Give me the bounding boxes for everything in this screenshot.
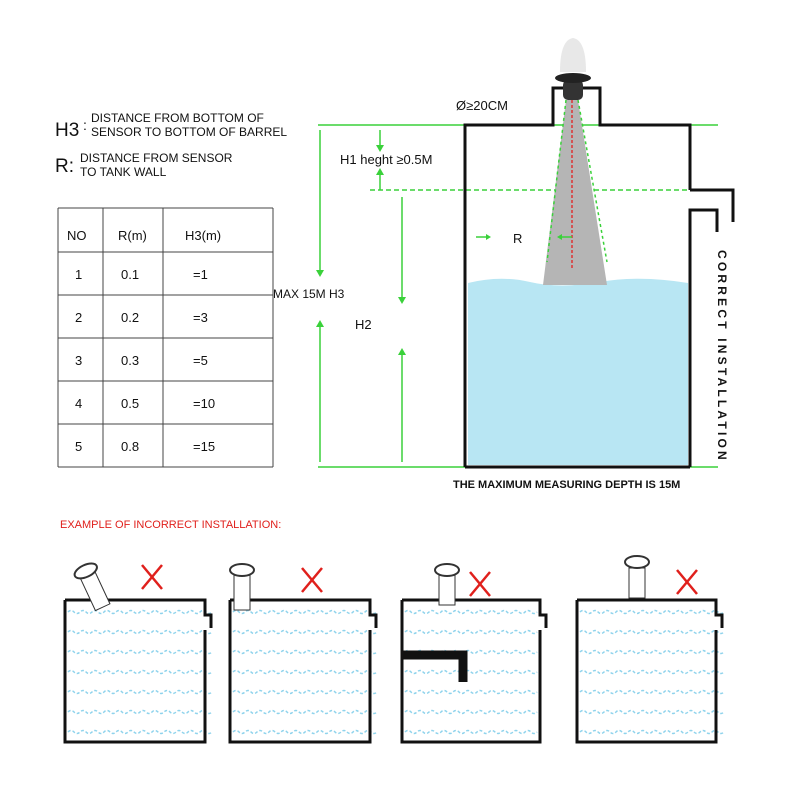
table-cell: =15 xyxy=(193,439,215,454)
incorrect-example xyxy=(63,562,213,744)
legend: H3 : DISTANCE FROM BOTTOM OF SENSOR TO B… xyxy=(55,111,287,179)
max-depth-label: THE MAXIMUM MEASURING DEPTH IS 15M xyxy=(453,479,680,491)
table-cell: =10 xyxy=(193,396,215,411)
table-cell: 2 xyxy=(75,310,82,325)
table-cell: 3 xyxy=(75,353,82,368)
diameter-label: Ø≥20CM xyxy=(456,98,508,113)
h3-symbol: H3 xyxy=(55,120,79,141)
table-cell: =1 xyxy=(193,267,208,282)
table-header: NO xyxy=(67,228,87,243)
incorrect-examples xyxy=(63,555,725,744)
table-header: H3(m) xyxy=(185,228,221,243)
correct-installation-label: CORRECT INSTALLATION xyxy=(715,250,729,463)
tank xyxy=(463,38,735,469)
table-cell: 5 xyxy=(75,439,82,454)
h3-desc-line1: DISTANCE FROM BOTTOM OF xyxy=(91,111,264,125)
incorrect-title: EXAMPLE OF INCORRECT INSTALLATION: xyxy=(60,519,281,531)
r-symbol: R: xyxy=(55,156,74,177)
incorrect-example xyxy=(400,563,548,744)
r-desc-line2: TO TANK WALL xyxy=(80,165,167,179)
table-cell: 0.8 xyxy=(121,439,139,454)
sensor-icon xyxy=(624,555,650,599)
table-cell: 4 xyxy=(75,396,82,411)
table-cell: 0.3 xyxy=(121,353,139,368)
max-h3-label: MAX 15M H3 xyxy=(273,287,345,301)
table-cell: 0.2 xyxy=(121,310,139,325)
svg-text::: : xyxy=(83,117,87,133)
table-cell: 0.5 xyxy=(121,396,139,411)
h3-desc-line2: SENSOR TO BOTTOM OF BARREL xyxy=(91,125,287,139)
sensor-beam xyxy=(543,100,607,285)
sensor-icon xyxy=(555,38,591,100)
incorrect-example xyxy=(228,563,378,744)
table-cell: =5 xyxy=(193,353,208,368)
sensor-icon xyxy=(229,563,255,611)
incorrect-example xyxy=(575,555,725,744)
table-header: R(m) xyxy=(118,228,147,243)
h1-label: H1 heght ≥0.5M xyxy=(340,152,432,167)
sensor-icon xyxy=(434,563,460,606)
spec-table: NO R(m) H3(m) 1 0.1 =1 2 0.2 =3 3 0.3 =5 4 0.5 =10 5 0.8… xyxy=(57,207,274,468)
sensor-icon xyxy=(73,562,111,612)
table-cell: 0.1 xyxy=(121,267,139,282)
r-label: R xyxy=(513,231,522,246)
table-cell: =3 xyxy=(193,310,208,325)
water xyxy=(468,278,688,465)
table-cell: 1 xyxy=(75,267,82,282)
r-desc-line1: DISTANCE FROM SENSOR xyxy=(80,151,233,165)
h2-label: H2 xyxy=(355,317,372,332)
